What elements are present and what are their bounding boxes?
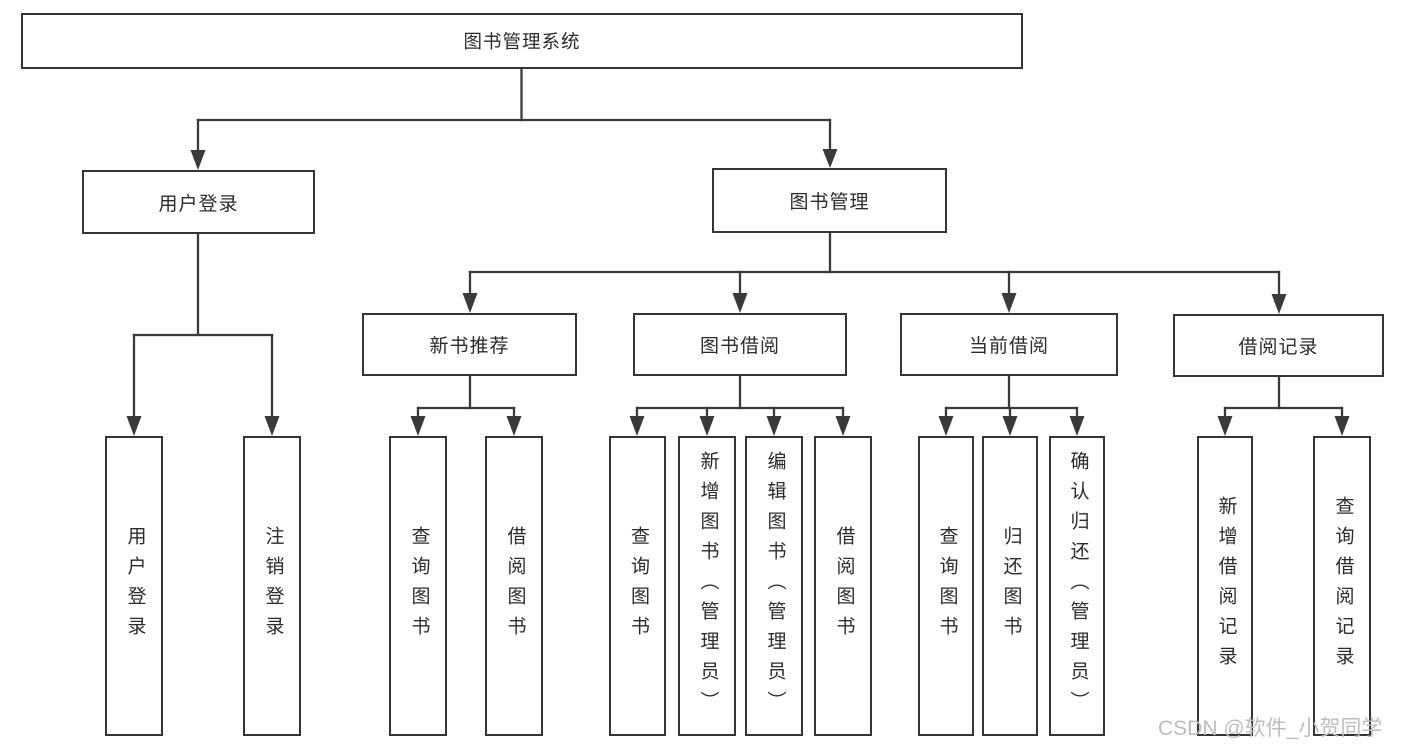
node-group-new-book-recommend-label: 新书推荐 <box>429 336 510 357</box>
node-group-new-book-recommend: 新书推荐 <box>362 313 577 376</box>
node-group-current-borrow: 当前借阅 <box>900 313 1118 376</box>
leaf-recommend-query-books-label: 查询图书 <box>408 526 430 646</box>
leaf-records-query-record: 查询借阅记录 <box>1313 436 1371 736</box>
leaf-logout: 注销登录 <box>243 436 301 736</box>
node-branch-book-management-label: 图书管理 <box>789 192 870 213</box>
node-branch-user-login-label: 用户登录 <box>158 193 239 215</box>
leaf-borrow-borrow-books-label: 借阅图书 <box>833 526 855 646</box>
csdn-watermark: CSDN @软件_小贺同学 <box>1158 717 1383 740</box>
node-root-system-label: 图书管理系统 <box>463 31 581 52</box>
leaf-current-query-books-label: 查询图书 <box>936 526 958 646</box>
node-group-book-borrow: 图书借阅 <box>633 313 847 376</box>
node-group-borrow-records-label: 借阅记录 <box>1238 337 1319 358</box>
leaf-borrow-add-books-admin-label: 新增图书（管理员） <box>697 451 719 721</box>
leaf-borrow-edit-books-admin-label: 编辑图书（管理员） <box>764 451 786 721</box>
node-branch-user-login: 用户登录 <box>82 170 315 234</box>
node-group-borrow-records: 借阅记录 <box>1173 314 1384 377</box>
leaf-current-confirm-return-admin: 确认归还（管理员） <box>1049 436 1105 736</box>
leaf-borrow-edit-books-admin: 编辑图书（管理员） <box>745 436 803 736</box>
leaf-user-login: 用户登录 <box>105 436 163 736</box>
leaf-recommend-borrow-books: 借阅图书 <box>485 436 543 736</box>
leaf-borrow-query-books: 查询图书 <box>609 436 666 736</box>
node-root-system: 图书管理系统 <box>21 13 1023 69</box>
leaf-records-query-record-label: 查询借阅记录 <box>1332 496 1354 676</box>
leaf-user-login-label: 用户登录 <box>124 526 146 646</box>
leaf-records-add-record-label: 新增借阅记录 <box>1215 496 1237 676</box>
node-group-current-borrow-label: 当前借阅 <box>968 336 1049 357</box>
leaf-current-query-books: 查询图书 <box>918 436 974 736</box>
leaf-records-add-record: 新增借阅记录 <box>1197 436 1253 736</box>
leaf-current-return-books-label: 归还图书 <box>1000 526 1022 646</box>
leaf-current-return-books: 归还图书 <box>982 436 1038 736</box>
leaf-borrow-borrow-books: 借阅图书 <box>814 436 872 736</box>
node-group-book-borrow-label: 图书借阅 <box>699 336 780 357</box>
leaf-current-confirm-return-admin-label: 确认归还（管理员） <box>1067 451 1089 721</box>
leaf-borrow-query-books-label: 查询图书 <box>627 526 649 646</box>
leaf-recommend-query-books: 查询图书 <box>389 436 447 736</box>
node-branch-book-management: 图书管理 <box>712 168 947 233</box>
leaf-logout-label: 注销登录 <box>262 526 284 646</box>
leaf-borrow-add-books-admin: 新增图书（管理员） <box>678 436 736 736</box>
leaf-recommend-borrow-books-label: 借阅图书 <box>504 526 526 646</box>
